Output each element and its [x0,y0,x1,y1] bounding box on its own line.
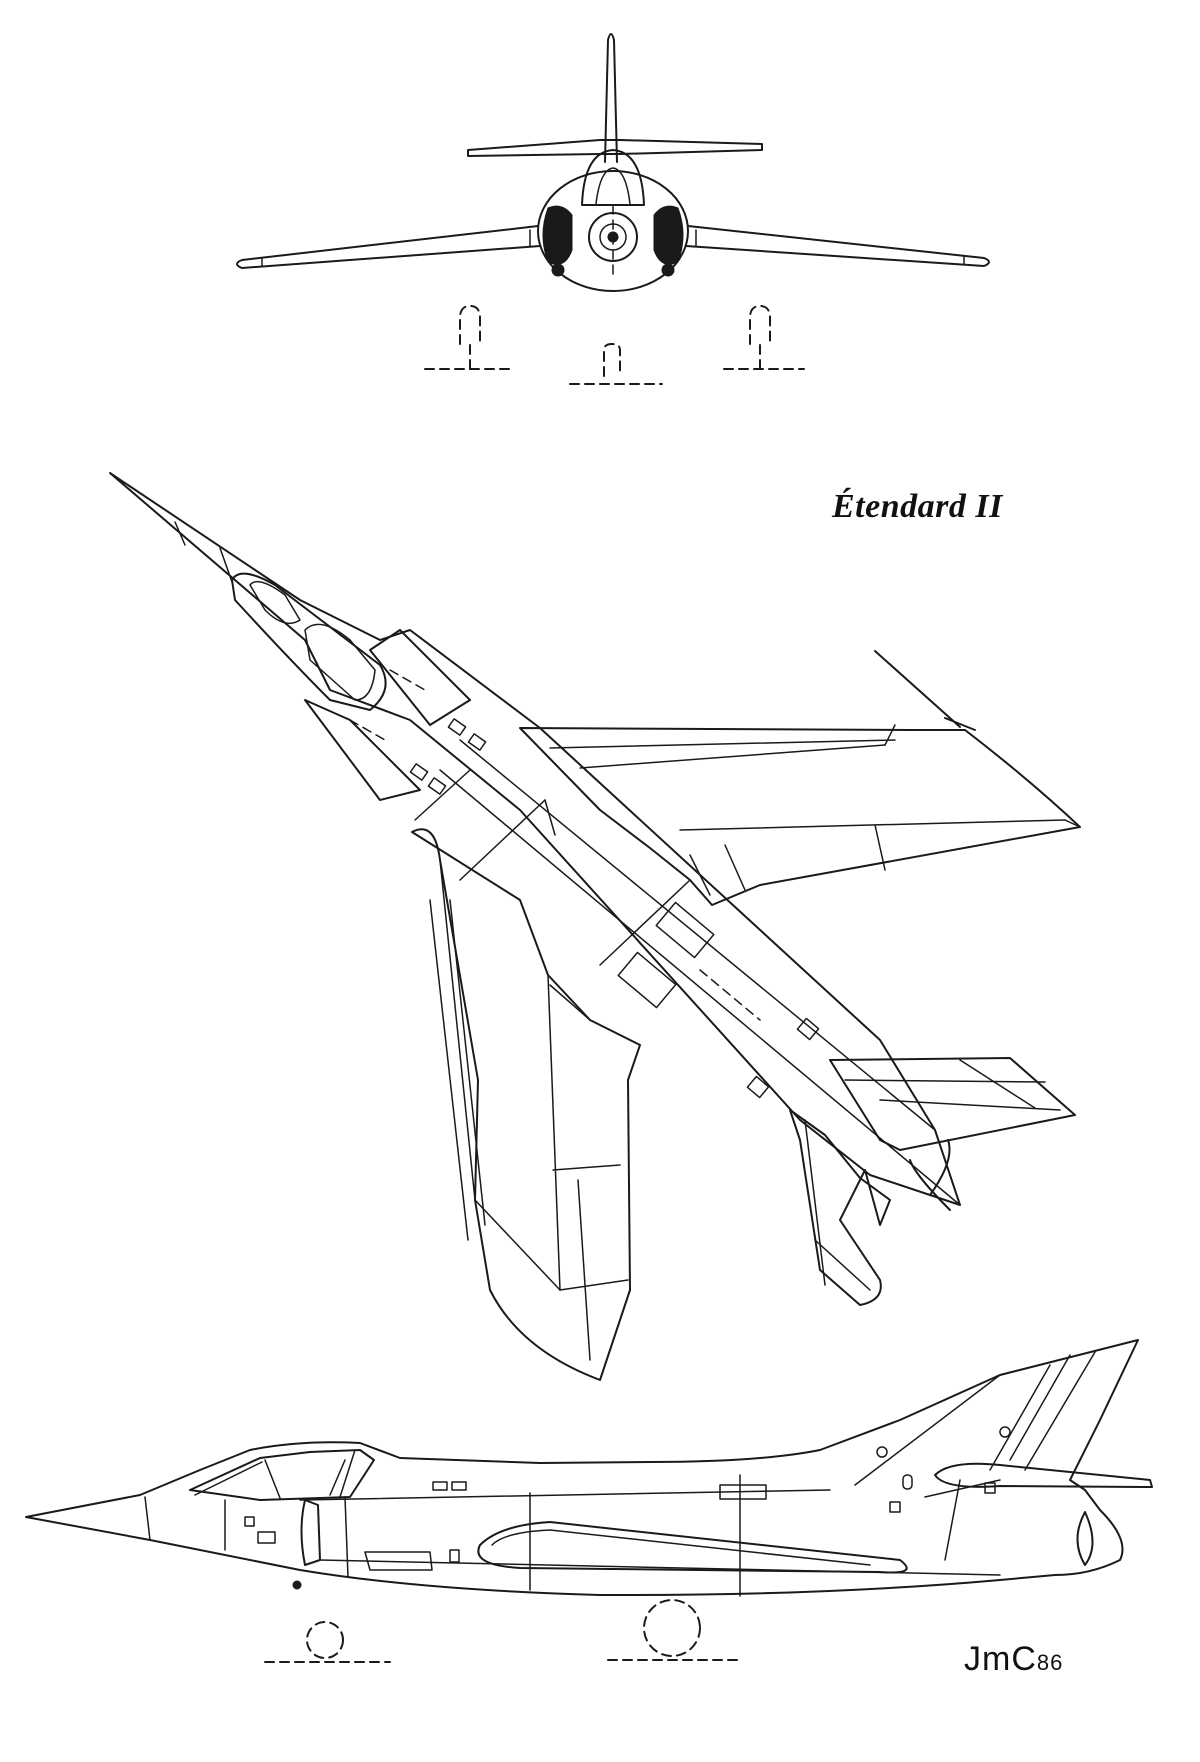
artist-signature: JmC86 [964,1640,1063,1679]
front-gear-nose [603,343,621,377]
side-tailplane [934,1462,1153,1488]
side-main-wheel [643,1599,701,1657]
signature-initials: JmC [964,1640,1037,1678]
front-view [236,33,990,385]
side-wing-root [477,1521,908,1574]
side-fuselage [25,1339,1139,1597]
front-fin [604,33,618,163]
top-tailplane-right [829,1057,1076,1151]
front-intake-right [653,205,684,265]
signature-year: 86 [1036,1650,1064,1675]
top-wing-left [411,828,641,1381]
front-tailplane [467,139,763,157]
top-wing-pitot [874,650,976,731]
front-gear-left [459,305,481,345]
side-view [25,1339,1153,1663]
top-tailplane-left [789,1109,891,1306]
top-fuselage [109,472,961,1206]
front-fuselage [537,170,689,292]
front-wing-left [236,225,541,269]
side-canopy [189,1449,375,1501]
front-wing-right [685,225,990,267]
side-nose-wheel [306,1621,344,1659]
front-canopy [581,149,645,206]
drawing-title: Étendard II [832,488,1003,525]
front-intake-left [542,205,573,265]
top-view [109,472,1081,1381]
side-exhaust [1076,1511,1094,1566]
top-wing-right [519,727,1081,906]
top-canopy [231,572,387,711]
side-intake [300,1499,321,1566]
front-gear-right [749,305,771,345]
